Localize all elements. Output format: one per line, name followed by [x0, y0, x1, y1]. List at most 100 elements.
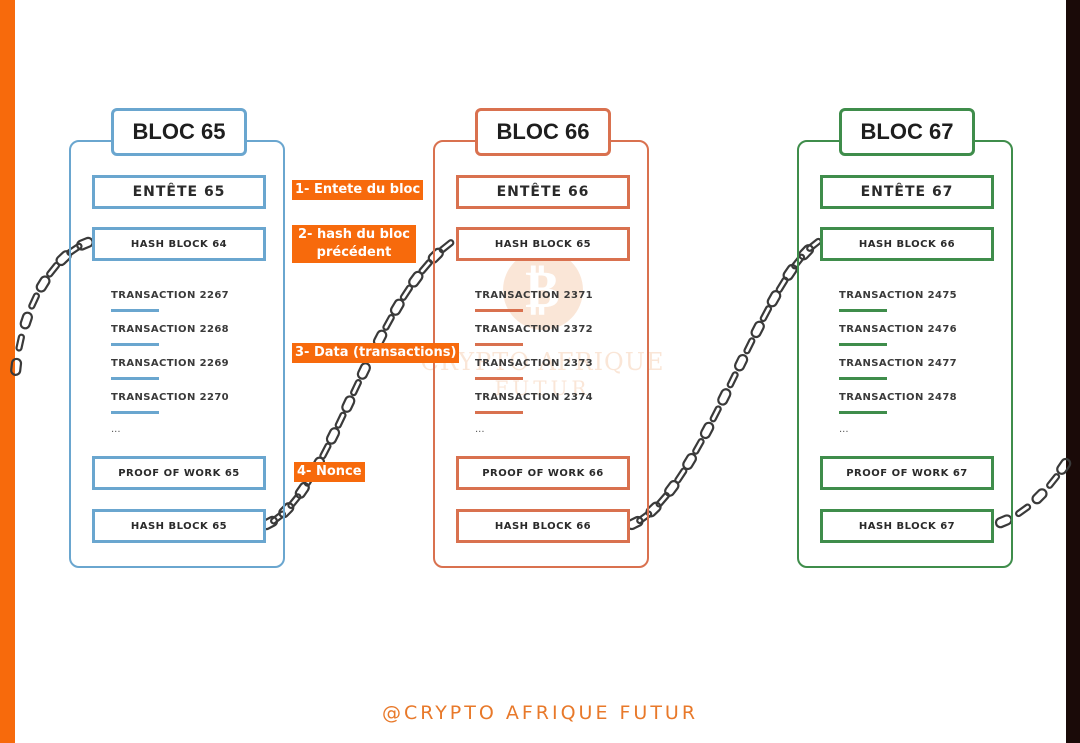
chain-link: [733, 353, 749, 372]
chain-link: [775, 276, 789, 294]
transaction-list: TRANSACTION 2475 TRANSACTION 2476 TRANSA…: [839, 290, 999, 426]
chain-link: [726, 371, 739, 389]
chain-link: [1015, 503, 1032, 518]
chain-link: [341, 395, 356, 413]
transaction-label: TRANSACTION 2477: [839, 358, 958, 369]
transaction-item: TRANSACTION 2268: [111, 324, 271, 358]
chain-link: [15, 333, 25, 352]
transaction-underline: [111, 343, 159, 346]
transaction-underline: [475, 343, 523, 346]
chain-link: [382, 313, 395, 331]
transaction-label: TRANSACTION 2270: [111, 392, 230, 403]
callout-header: 1- Entete du bloc: [292, 180, 424, 200]
transaction-label: TRANSACTION 2475: [839, 290, 958, 301]
transaction-list: TRANSACTION 2371 TRANSACTION 2372 TRANSA…: [475, 290, 635, 426]
transaction-label: TRANSACTION 2371: [475, 290, 594, 301]
chain-link: [19, 311, 34, 330]
block-hash-field: HASH BLOCK 65: [92, 509, 266, 543]
chain-link: [1031, 488, 1048, 505]
transaction-label: TRANSACTION 2268: [111, 324, 230, 335]
transaction-item: TRANSACTION 2373: [475, 358, 635, 392]
chain-link: [692, 438, 705, 455]
transaction-ellipsis: ...: [111, 424, 121, 435]
bitcoin-coin-icon: ₿: [502, 250, 583, 330]
right-edge-bar: [1066, 0, 1080, 743]
transaction-label: TRANSACTION 2476: [839, 324, 958, 335]
proof-of-work-field: PROOF OF WORK 66: [456, 456, 630, 490]
transaction-item: TRANSACTION 2371: [475, 290, 635, 324]
chain-link: [28, 292, 41, 310]
chain-link: [655, 492, 670, 508]
watermark-line-1: CRYPTO AFRIQUE: [420, 348, 665, 376]
block-67: BLOC 67 ENTÊTE 67 HASH BLOCK 66 TRANSACT…: [797, 108, 1013, 568]
chain-link: [334, 411, 347, 429]
transaction-underline: [475, 377, 523, 380]
transaction-item: TRANSACTION 2270: [111, 392, 271, 426]
chain-link: [709, 405, 722, 423]
transaction-underline: [839, 343, 887, 346]
block-title: BLOC 65: [111, 108, 247, 156]
block-title: BLOC 66: [475, 108, 611, 156]
chain-link: [1046, 473, 1061, 489]
transaction-item: TRANSACTION 2476: [839, 324, 999, 358]
transaction-item: TRANSACTION 2267: [111, 290, 271, 324]
chain-link: [759, 305, 773, 323]
watermark-line-2: FUTUR: [494, 376, 591, 400]
transaction-ellipsis: ...: [839, 424, 849, 435]
watermark-logo: ₿ CRYPTO AFRIQUE FUTUR: [420, 250, 665, 420]
transaction-label: TRANSACTION 2269: [111, 358, 230, 369]
chain-link: [356, 362, 372, 380]
transaction-underline: [111, 377, 159, 380]
transaction-item: TRANSACTION 2478: [839, 392, 999, 426]
chain-link: [294, 481, 310, 499]
block-title: BLOC 67: [839, 108, 975, 156]
transaction-item: TRANSACTION 2374: [475, 392, 635, 426]
transaction-underline: [839, 377, 887, 380]
previous-hash-field: HASH BLOCK 66: [820, 227, 994, 261]
transaction-item: TRANSACTION 2372: [475, 324, 635, 358]
block-header-field: ENTÊTE 66: [456, 175, 630, 209]
block-header-field: ENTÊTE 67: [820, 175, 994, 209]
transaction-underline: [111, 309, 159, 312]
transaction-underline: [111, 411, 159, 414]
proof-of-work-field: PROOF OF WORK 65: [92, 456, 266, 490]
chain-link: [389, 298, 405, 316]
callout-data: 3- Data (transactions): [292, 343, 460, 363]
chain-link: [10, 357, 23, 376]
previous-hash-field: HASH BLOCK 64: [92, 227, 266, 261]
transaction-underline: [475, 309, 523, 312]
transaction-label: TRANSACTION 2372: [475, 324, 594, 335]
chain-link: [399, 284, 414, 301]
transaction-label: TRANSACTION 2374: [475, 392, 594, 403]
chain-link: [325, 427, 341, 445]
transaction-ellipsis: ...: [475, 424, 485, 435]
proof-of-work-field: PROOF OF WORK 67: [820, 456, 994, 490]
chain-link: [350, 379, 362, 397]
chain-link: [798, 244, 815, 261]
transaction-item: TRANSACTION 2269: [111, 358, 271, 392]
transaction-label: TRANSACTION 2478: [839, 392, 958, 403]
chain-link: [35, 275, 51, 293]
transaction-label: TRANSACTION 2267: [111, 290, 230, 301]
chain-link: [636, 510, 653, 525]
chain-link: [66, 242, 83, 257]
block-66: BLOC 66 ENTÊTE 66 HASH BLOCK 65 TRANSACT…: [433, 108, 649, 568]
transaction-list: TRANSACTION 2267 TRANSACTION 2268 TRANSA…: [111, 290, 271, 426]
footer-credit: @CRYPTO AFRIQUE FUTUR: [381, 702, 699, 724]
chain-link: [287, 493, 302, 509]
chain-link: [699, 421, 715, 440]
chain-link: [743, 337, 756, 355]
block-hash-field: HASH BLOCK 67: [820, 509, 994, 543]
left-accent-bar: [0, 0, 15, 743]
callout-previous-hash: 2- hash du bloc précédent: [292, 225, 416, 263]
transaction-item: TRANSACTION 2477: [839, 358, 999, 392]
chain-link: [682, 452, 698, 471]
chain-link: [427, 247, 444, 264]
chain-link: [782, 263, 798, 281]
transaction-underline: [839, 411, 887, 414]
transaction-item: TRANSACTION 2475: [839, 290, 999, 324]
chain-link: [791, 253, 806, 270]
previous-hash-field: HASH BLOCK 65: [456, 227, 630, 261]
chain-link: [1056, 457, 1072, 475]
